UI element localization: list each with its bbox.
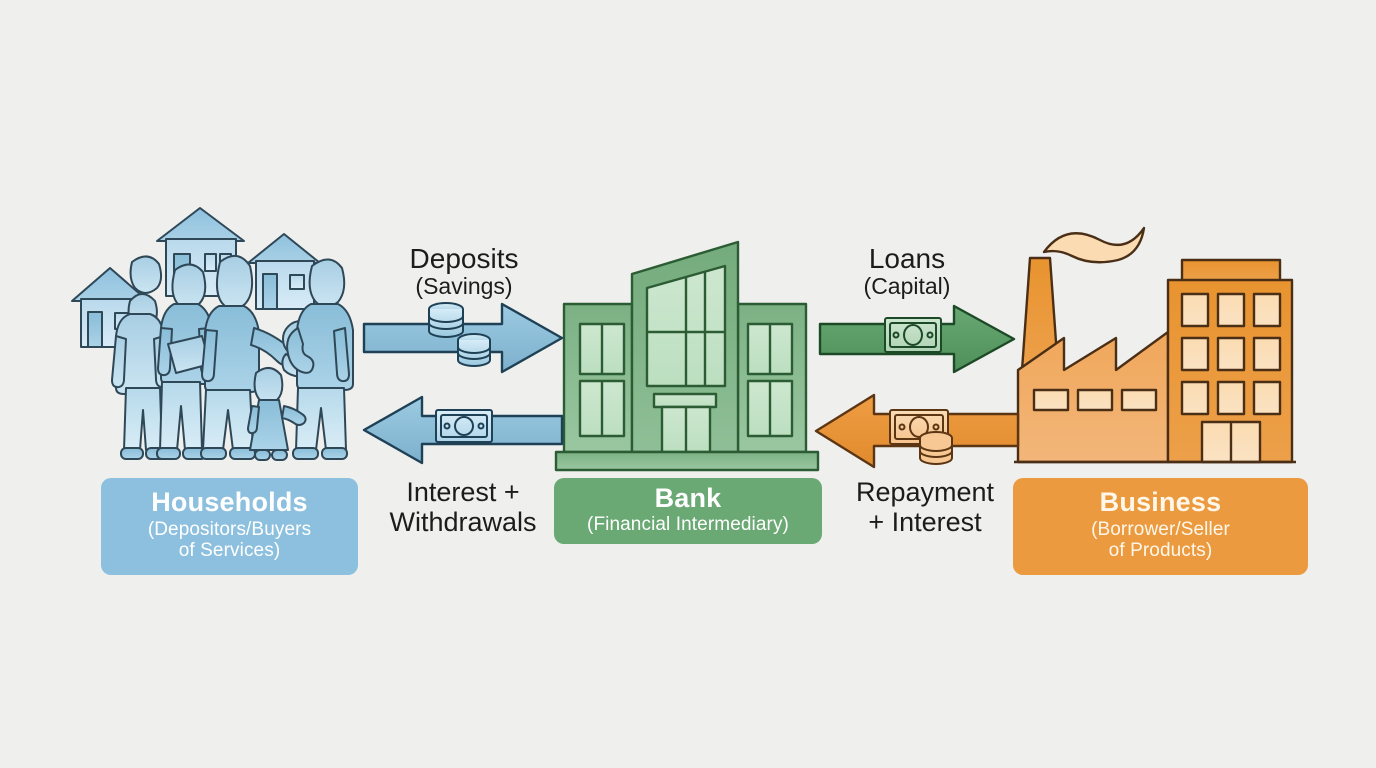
arrow-interest-withdrawals	[362, 395, 564, 465]
arrow-loans	[818, 304, 1016, 374]
flow-label-loans: Loans (Capital)	[828, 243, 986, 300]
flow-label-deposits-sub: (Savings)	[415, 273, 513, 300]
person-figure-woman-center	[200, 255, 297, 460]
flow-label-deposits: Deposits (Savings)	[366, 243, 562, 300]
flow-label-deposits-main: Deposits	[409, 243, 519, 274]
person-figure-man-right	[286, 258, 354, 460]
person-figure-child	[247, 367, 307, 461]
business-title: Business	[1099, 487, 1222, 518]
banknote-icon	[435, 409, 493, 443]
bank-building-illustration	[552, 228, 832, 480]
flow-label-interest-withdrawals: Interest + Withdrawals	[360, 477, 566, 537]
factory-roof-cap	[1180, 258, 1282, 284]
house-icon-center	[156, 207, 245, 297]
bank-canopy	[652, 392, 718, 409]
banknote-icon	[884, 317, 942, 353]
factory-illustration	[1006, 218, 1326, 480]
business-subtitle-line2: of Products)	[1108, 540, 1213, 562]
bank-subtitle-line1: (Financial Intermediary)	[587, 514, 789, 536]
coin-stack-icon	[919, 431, 953, 465]
flow-label-repayment-interest: Repayment + Interest	[822, 477, 1028, 537]
arrow-deposits	[362, 302, 564, 374]
households-illustration	[62, 196, 382, 481]
coin-stack-icon-lower	[457, 333, 491, 367]
households-subtitle-line2: of Services)	[178, 540, 281, 562]
households-title: Households	[151, 487, 308, 518]
households-subtitle-line1: (Depositors/Buyers	[147, 518, 312, 540]
business-subtitle-line1: (Borrower/Seller	[1091, 518, 1230, 540]
node-box-business: Business (Borrower/Seller of Products)	[1013, 478, 1308, 575]
flow-label-loans-main: Loans	[868, 243, 946, 274]
flow-label-interest-sub: Withdrawals	[389, 507, 537, 538]
bank-title: Bank	[654, 482, 722, 513]
smoke-icon	[1042, 226, 1146, 264]
flow-label-loans-sub: (Capital)	[863, 273, 951, 300]
house-icon-right	[247, 233, 321, 310]
flow-label-interest-main: Interest +	[406, 477, 520, 507]
node-box-bank: Bank (Financial Intermediary)	[554, 478, 822, 544]
node-box-households: Households (Depositors/Buyers of Service…	[101, 478, 358, 575]
flow-label-repayment-main: Repayment	[855, 477, 995, 507]
arrow-repayment-interest	[814, 393, 1020, 469]
coin-stack-icon-upper	[428, 302, 464, 338]
bank-plinth	[554, 450, 820, 472]
flow-label-repayment-sub: + Interest	[868, 507, 982, 538]
